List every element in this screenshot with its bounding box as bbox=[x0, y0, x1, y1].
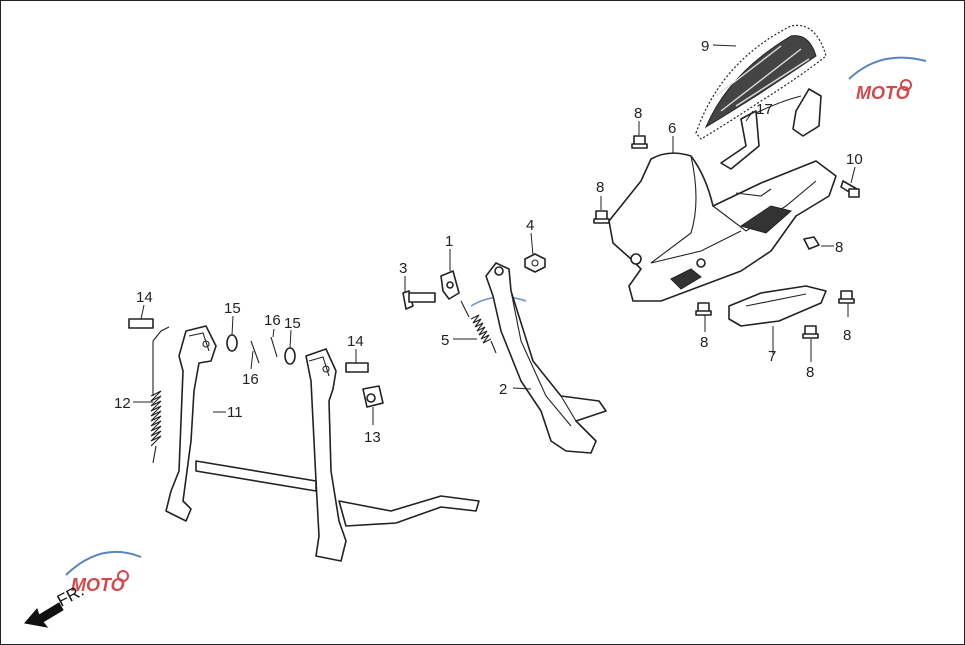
part-15-washer-left bbox=[226, 334, 238, 352]
part-9-upper-cover bbox=[695, 24, 827, 140]
part-6-rear-cover bbox=[608, 152, 837, 302]
watermark-logo-top: MOTO bbox=[848, 56, 927, 103]
callout-9: 9 bbox=[701, 38, 709, 55]
callout-8-e: 8 bbox=[843, 327, 851, 344]
front-arrow-icon bbox=[24, 602, 64, 628]
callout-16-a: 16 bbox=[264, 312, 281, 329]
watermark-logo-bottom: MOTO bbox=[65, 550, 142, 595]
part-1-plate bbox=[440, 270, 460, 300]
bolt-8-a bbox=[631, 135, 648, 149]
part-14-pin-left bbox=[128, 318, 154, 329]
callout-16-b: 16 bbox=[242, 371, 259, 388]
callout-5: 5 bbox=[441, 332, 449, 349]
callout-labels: 1 2 3 4 5 6 7 8 8 8 8 8 8 9 10 11 12 13 … bbox=[114, 38, 863, 446]
callout-8-d: 8 bbox=[700, 334, 708, 351]
part-17-bracket bbox=[720, 88, 822, 170]
callout-8-f: 8 bbox=[806, 364, 814, 381]
callout-13: 13 bbox=[364, 429, 381, 446]
part-7-side-cover bbox=[728, 285, 827, 327]
callout-8-c: 8 bbox=[835, 239, 843, 256]
bolt-8-f bbox=[802, 325, 819, 339]
bolt-8-c bbox=[803, 236, 820, 250]
callout-8-b: 8 bbox=[596, 179, 604, 196]
part-16-cotter-pin-b bbox=[270, 336, 278, 358]
bolt-10 bbox=[840, 180, 860, 198]
part-13-clip bbox=[362, 385, 384, 408]
callout-14-a: 14 bbox=[136, 289, 153, 306]
bolt-8-e bbox=[838, 290, 855, 304]
callout-3: 3 bbox=[399, 260, 407, 277]
callout-14-b: 14 bbox=[347, 333, 364, 350]
part-16-cotter-pin-a bbox=[250, 340, 260, 364]
callout-4: 4 bbox=[526, 217, 534, 234]
part-3-bolt bbox=[402, 290, 436, 310]
part-15-washer-right bbox=[284, 347, 296, 365]
part-12-spring bbox=[150, 326, 170, 464]
callout-7: 7 bbox=[768, 348, 776, 365]
callout-1: 1 bbox=[445, 233, 453, 250]
watermark-text-bottom: MOTO bbox=[71, 575, 125, 595]
watermark-text-top: MOTO bbox=[856, 83, 910, 103]
callout-17: 17 bbox=[756, 101, 773, 118]
callout-8-a: 8 bbox=[634, 105, 642, 122]
callout-6: 6 bbox=[668, 120, 676, 137]
bolt-8-d bbox=[695, 302, 712, 316]
part-5-spring bbox=[460, 300, 497, 354]
part-4-nut bbox=[524, 253, 546, 273]
callout-11: 11 bbox=[227, 404, 243, 421]
part-2-side-stand bbox=[485, 262, 607, 454]
part-11-main-stand bbox=[165, 325, 480, 562]
front-direction-indicator: FR. bbox=[24, 581, 87, 628]
callout-12: 12 bbox=[114, 395, 131, 412]
part-14-pin-right bbox=[345, 362, 369, 373]
callout-15-a: 15 bbox=[224, 300, 241, 317]
callout-2: 2 bbox=[499, 381, 507, 398]
leader-lines bbox=[133, 44, 856, 425]
bolt-8-b bbox=[593, 210, 610, 224]
callout-10: 10 bbox=[846, 151, 863, 168]
callout-15-b: 15 bbox=[284, 315, 301, 332]
